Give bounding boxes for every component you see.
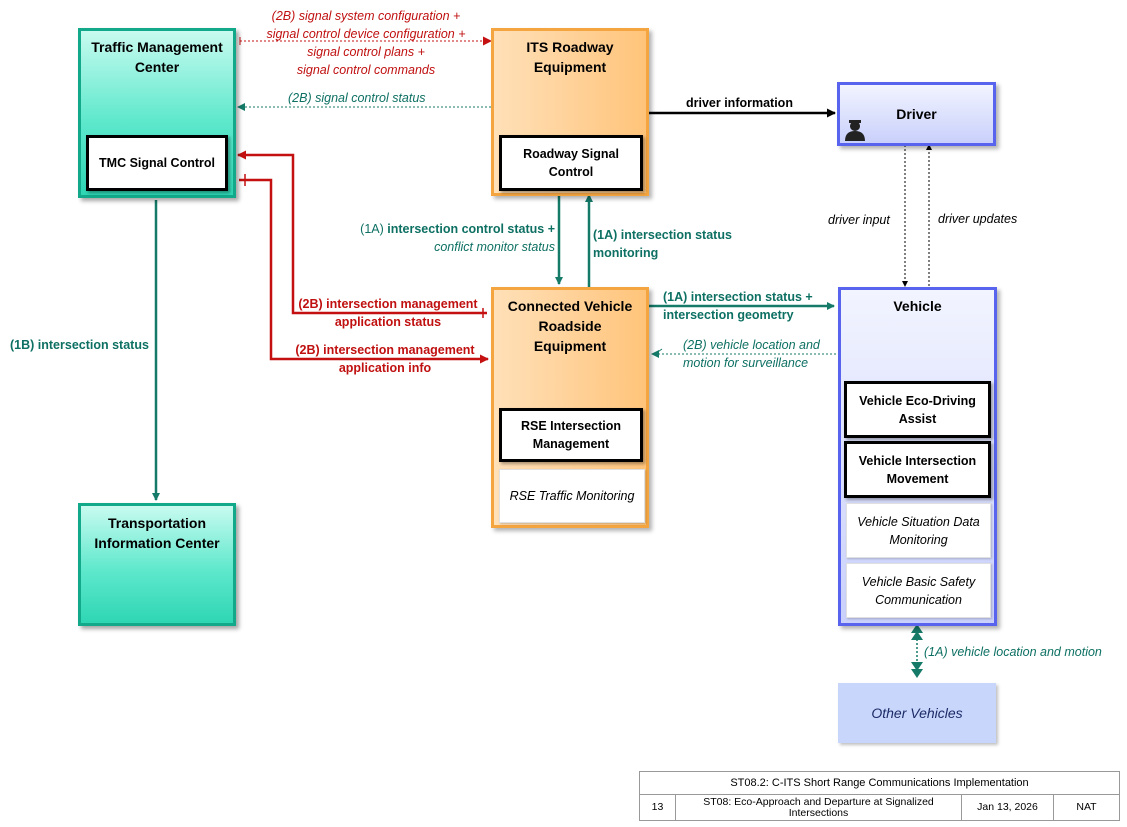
its-title-2: Equipment	[533, 59, 607, 75]
driver: Driver	[837, 82, 996, 146]
other-vehicles-title: Other Vehicles	[871, 705, 963, 721]
label-cvre-to-tmc: (2B) intersection management application…	[298, 297, 478, 329]
label-cvre-to-vehicle: (1A) intersection status + intersection …	[663, 290, 813, 322]
person-icon	[845, 120, 865, 141]
vehicle-intersection-movement: Vehicle Intersection Movement	[844, 441, 991, 498]
tic-title-2: Information Center	[94, 535, 220, 551]
footer-page: 13	[639, 794, 676, 821]
label-tmc-to-cvre: (2B) intersection management application…	[295, 343, 475, 375]
its-roadway-equipment: ITS Roadway Equipment Roadway Signal Con…	[491, 28, 649, 196]
traffic-management-center: Traffic Management Center TMC Signal Con…	[78, 28, 236, 198]
driver-title: Driver	[896, 106, 937, 122]
tmc-title-2: Center	[134, 59, 180, 75]
cvre-title-1: Connected Vehicle	[507, 298, 633, 314]
label-driver-information: driver information	[686, 96, 793, 110]
connected-vehicle-roadside-equipment: Connected Vehicle Roadside Equipment RSE…	[491, 287, 649, 528]
footer-date: Jan 13, 2026	[961, 794, 1054, 821]
label-driver-input: driver input	[828, 213, 890, 227]
cvre-title-2: Roadside	[538, 318, 602, 334]
label-tmc-to-tic: (1B) intersection status	[10, 338, 149, 352]
cvre-title-3: Equipment	[533, 338, 607, 354]
vehicle-basic-safety-communication: Vehicle Basic Safety Communication	[846, 563, 991, 618]
tmc-signal-control: TMC Signal Control	[86, 135, 228, 191]
rse-intersection-management: RSE Intersection Management	[499, 408, 643, 462]
tmc-title-1: Traffic Management	[91, 39, 223, 55]
rse-traffic-monitoring: RSE Traffic Monitoring	[499, 469, 645, 523]
vehicle-title: Vehicle	[893, 298, 942, 314]
label-cvre-to-its: (1A) intersection control status + confl…	[360, 222, 555, 254]
flow-cvre-to-tmc	[237, 150, 487, 315]
roadway-signal-control: Roadway Signal Control	[499, 135, 643, 191]
tic-title-1: Transportation	[107, 515, 206, 531]
its-title-1: ITS Roadway	[526, 39, 614, 55]
flow-tmc-to-cvre	[239, 178, 489, 364]
label-its-to-tmc: (2B) signal control status	[288, 91, 426, 105]
label-driver-updates: driver updates	[938, 212, 1018, 226]
other-vehicles: Other Vehicles	[838, 683, 996, 743]
transportation-information-center: Transportation Information Center	[78, 503, 236, 626]
vehicle-eco-driving-assist: Vehicle Eco-Driving Assist	[844, 381, 991, 438]
label-its-to-cvre: (1A) intersection status monitoring	[593, 228, 732, 260]
footer-org: NAT	[1053, 794, 1120, 821]
label-vehicle-to-cvre: (2B) vehicle location and motion for sur…	[683, 338, 820, 370]
label-vehicle-other: (1A) vehicle location and motion	[924, 645, 1102, 659]
label-tmc-to-its: (2B) signal system configuration + signa…	[266, 9, 466, 77]
footer-title: ST08.2: C-ITS Short Range Communications…	[639, 771, 1120, 795]
vehicle-situation-data-monitoring: Vehicle Situation Data Monitoring	[846, 503, 991, 558]
vehicle: Vehicle Vehicle Eco-Driving Assist Vehic…	[838, 287, 997, 626]
footer-description: ST08: Eco-Approach and Departure at Sign…	[675, 794, 962, 821]
